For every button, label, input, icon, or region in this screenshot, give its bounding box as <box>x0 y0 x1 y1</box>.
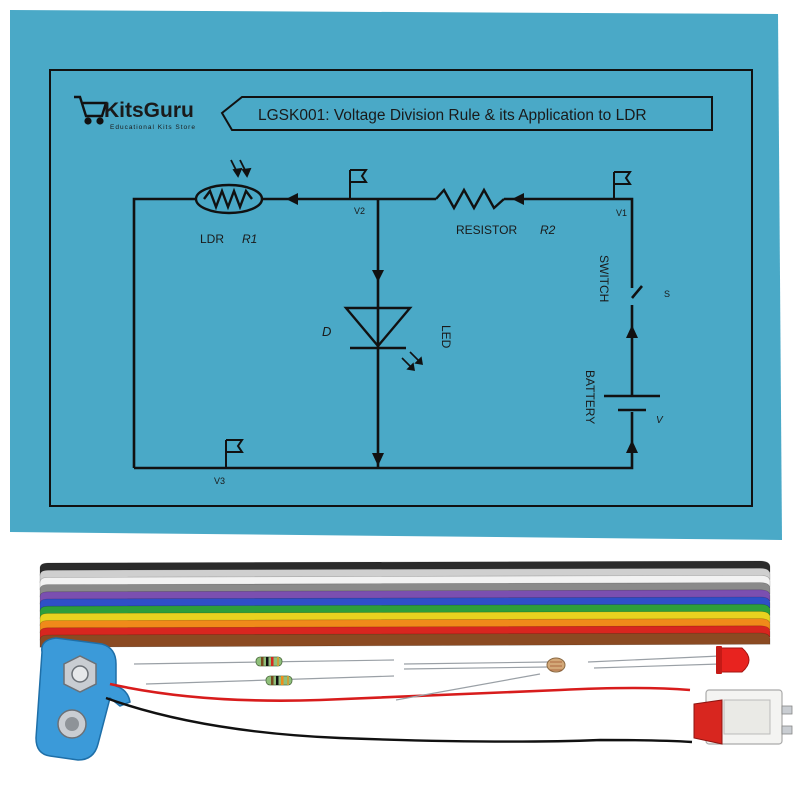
node-v2-label: V2 <box>354 206 365 216</box>
brand-tagline: Educational Kits Store <box>110 124 196 131</box>
node-v3-label: V3 <box>214 476 225 486</box>
arrow-icon <box>372 453 384 466</box>
led-label: LED <box>439 325 453 349</box>
led-symbol <box>343 306 423 371</box>
switch-label: SWITCH <box>597 255 611 302</box>
ldr-component <box>395 657 566 701</box>
sheet-background <box>10 10 782 540</box>
brand-logo: KitsGuru Educational Kits Store <box>74 95 196 131</box>
arrow-icon <box>372 270 384 282</box>
rocker-switch <box>693 689 793 745</box>
sheet-border <box>49 69 753 507</box>
flag-icon <box>349 169 368 199</box>
title-box: LGSK001: Voltage Division Rule & its App… <box>220 96 713 131</box>
arrow-icon <box>626 325 638 338</box>
led-component <box>587 646 750 674</box>
snap-terminal-hex <box>63 655 97 693</box>
node-flags <box>225 169 632 468</box>
resistor-label: RESISTOR <box>456 223 517 237</box>
flag-icon <box>613 171 632 199</box>
ribbon-cable <box>39 560 771 648</box>
red-wire <box>109 682 691 702</box>
cart-icon <box>74 95 108 125</box>
diode-ref: D <box>322 324 331 339</box>
arrow-icon <box>512 193 524 205</box>
switch-blade <box>631 285 643 299</box>
brand-name: KitsGuru <box>104 99 194 122</box>
node-v1-label: V1 <box>616 208 627 218</box>
ldr-symbol <box>194 159 264 215</box>
black-wire <box>105 696 693 744</box>
switch-ref: S <box>664 289 670 299</box>
resistor-ref: R2 <box>540 223 556 237</box>
emission-arrows-icon <box>401 351 423 371</box>
schematic <box>132 197 643 470</box>
battery-label: BATTERY <box>583 370 597 424</box>
resistor-2 <box>145 675 395 686</box>
current-arrows <box>286 193 638 466</box>
ribbon-strand <box>39 632 771 648</box>
resistor-symbol <box>435 187 505 211</box>
light-rays-icon <box>230 159 252 178</box>
wire-battery-bottom <box>134 412 634 470</box>
flag-icon <box>225 439 244 468</box>
battery-ref: V <box>656 415 664 426</box>
snap-terminal-round <box>57 709 87 739</box>
battery-clip <box>35 637 131 761</box>
sheet-title: LGSK001: Voltage Division Rule & its App… <box>258 107 647 124</box>
ldr-ref: R1 <box>242 232 257 246</box>
wire-top-right <box>504 197 634 288</box>
wire-top-left <box>132 197 196 468</box>
circuit-sheet: KitsGuru Educational Kits Store LGSK001:… <box>10 10 782 540</box>
arrow-icon <box>286 193 298 205</box>
battery-symbol <box>604 394 660 412</box>
ldr-label: LDR <box>200 232 224 246</box>
resistor-1 <box>133 656 395 667</box>
arrow-icon <box>626 440 638 453</box>
